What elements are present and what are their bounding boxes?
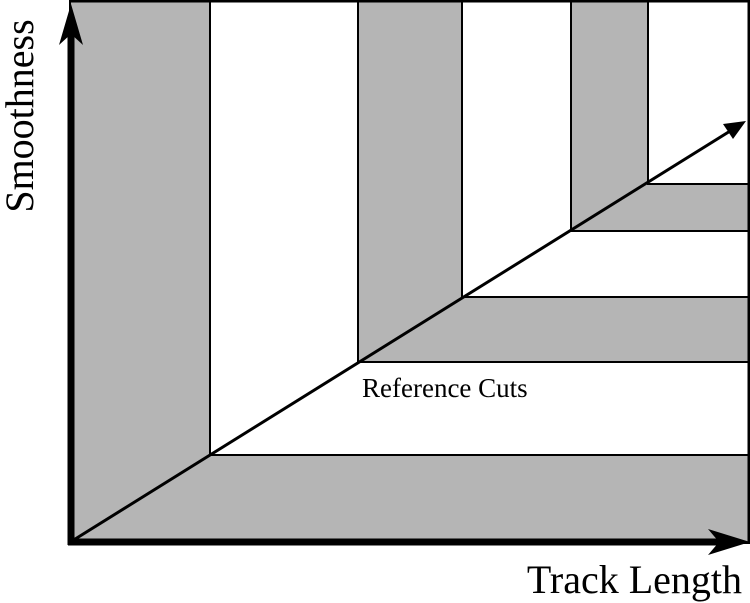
x-axis-arrowhead-icon: [708, 529, 750, 555]
x-axis-label: Track Length: [527, 557, 742, 602]
annotation-reference-cuts: Reference Cuts: [362, 373, 528, 403]
band-region-5: [647, 0, 750, 185]
nested-l-bands: [69, 0, 750, 544]
diagonal-arrowhead-icon: [723, 121, 746, 139]
y-axis-arrowhead-icon: [59, 4, 83, 45]
reference-cuts-diagonal: [71, 126, 736, 543]
y-axis-label: Smoothness: [0, 19, 42, 212]
